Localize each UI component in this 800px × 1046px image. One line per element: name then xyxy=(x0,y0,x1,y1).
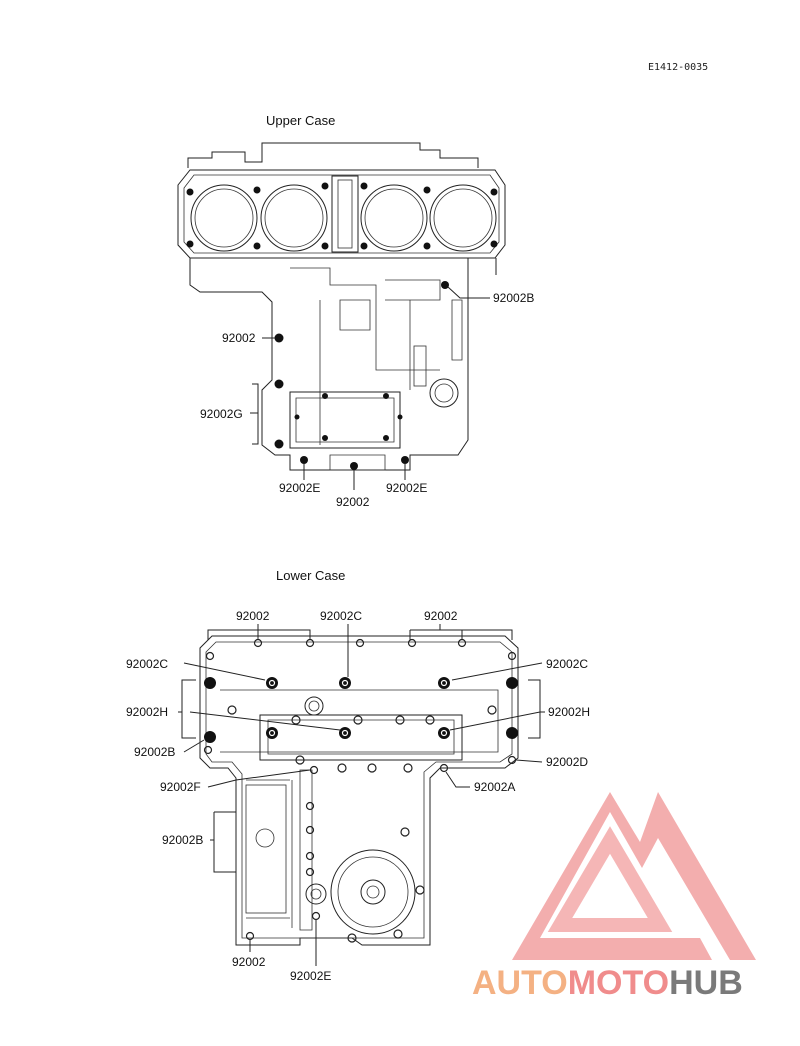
lower-case-title: Lower Case xyxy=(276,568,345,583)
watermark-auto: AUTO xyxy=(472,964,568,1002)
label-92002-lower-top-right: 92002 xyxy=(424,609,458,623)
label-92002b-upper: 92002B xyxy=(493,291,534,305)
label-92002-upper-left: 92002 xyxy=(222,331,256,345)
label-92002h-left: 92002H xyxy=(126,705,168,719)
label-92002e-lower-bottom: 92002E xyxy=(290,969,331,983)
label-92002c-lower-top: 92002C xyxy=(320,609,362,623)
label-92002-lower-bottom: 92002 xyxy=(232,955,266,969)
label-92002b-lower-side: 92002B xyxy=(162,833,203,847)
watermark-hub: HUB xyxy=(669,964,743,1002)
label-92002-lower-top-left: 92002 xyxy=(236,609,270,623)
label-92002g: 92002G xyxy=(200,407,243,421)
label-92002b-lower-left: 92002B xyxy=(134,745,175,759)
label-92002c-lower-left: 92002C xyxy=(126,657,168,671)
upper-case-drawing xyxy=(177,142,506,471)
upper-case-leaders xyxy=(250,286,490,490)
label-92002f: 92002F xyxy=(160,780,201,794)
upper-case-title: Upper Case xyxy=(266,113,335,128)
label-92002h-right: 92002H xyxy=(548,705,590,719)
drawing-code: E1412-0035 xyxy=(648,62,708,73)
label-92002a: 92002A xyxy=(474,780,515,794)
lower-case-leaders xyxy=(178,624,545,966)
watermark-triangle-icon xyxy=(512,792,756,960)
automotohub-watermark-logo xyxy=(512,792,756,960)
label-92002e-upper-right: 92002E xyxy=(386,481,427,495)
lower-case-drawing xyxy=(199,635,519,946)
label-92002d: 92002D xyxy=(546,755,588,769)
watermark-moto: MOTO xyxy=(568,964,669,1002)
label-92002c-lower-right: 92002C xyxy=(546,657,588,671)
label-92002e-upper-left: 92002E xyxy=(279,481,320,495)
label-92002-upper-bottom: 92002 xyxy=(336,495,370,509)
watermark-text: AUTOMOTOHUB xyxy=(472,964,743,1002)
